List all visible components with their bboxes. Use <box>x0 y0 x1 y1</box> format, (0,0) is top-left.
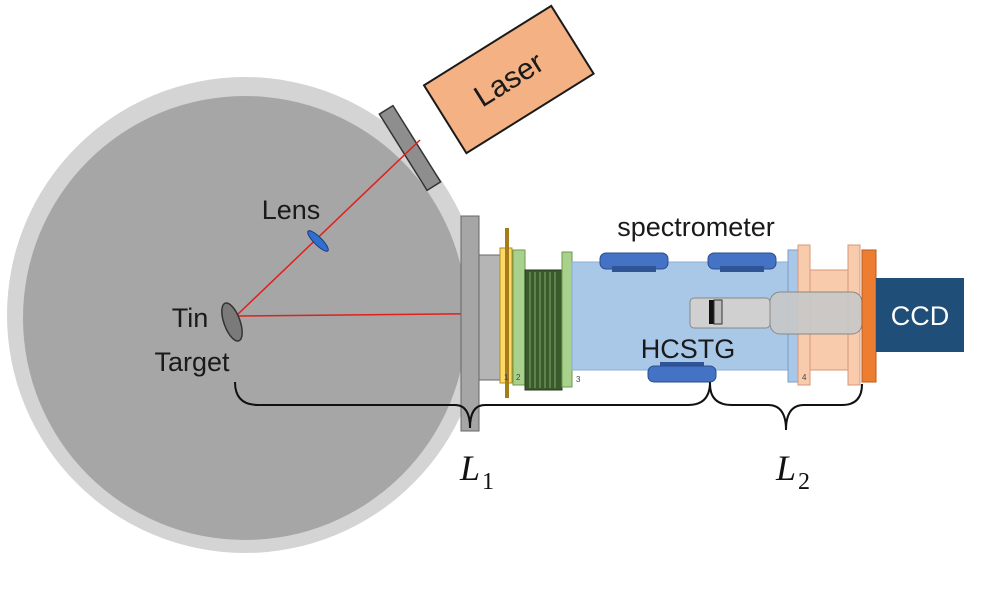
flange-2-number: 2 <box>516 373 521 382</box>
flange-2 <box>512 249 526 386</box>
length-l2-label: L2 <box>775 448 810 495</box>
laser-beam <box>235 139 421 317</box>
grating-frame <box>713 299 723 325</box>
grating-label: HCSTG <box>641 334 736 364</box>
length-l1-label: L1 <box>459 448 494 495</box>
ccd-flange <box>861 249 877 383</box>
spectrometer-mount-top-left <box>599 252 669 272</box>
lens-label: Lens <box>262 195 321 225</box>
lens-icon <box>307 230 329 252</box>
flange-1-filter <box>505 228 509 398</box>
tin-target-label-line2: Target <box>154 347 230 377</box>
chamber-port-adapter <box>478 254 502 381</box>
spectrometer-mount-bottom <box>647 362 717 383</box>
laser-box <box>422 4 595 155</box>
flange-3-number: 3 <box>576 375 581 384</box>
chamber-port-flange <box>460 215 480 432</box>
bellows-ridges <box>529 272 556 388</box>
detector-snout <box>769 291 863 335</box>
flange-3-plate <box>561 251 573 388</box>
spectrometer-label: spectrometer <box>617 212 775 242</box>
chamber-inner <box>23 96 467 540</box>
brace-l1-main <box>234 381 711 429</box>
ccd-box <box>876 278 964 352</box>
ccd-label: CCD <box>891 301 950 331</box>
tin-target-label-line1: Tin <box>172 303 209 333</box>
flange-4-number: 4 <box>802 373 807 382</box>
tin-target-icon <box>221 302 243 342</box>
grating-holder <box>689 297 771 329</box>
brace-l2 <box>709 383 863 431</box>
grating-element <box>709 300 714 324</box>
laser: Laser <box>422 4 595 155</box>
flange-1-number: 1 <box>504 373 509 382</box>
spectrometer-mount-top-right <box>707 252 777 272</box>
